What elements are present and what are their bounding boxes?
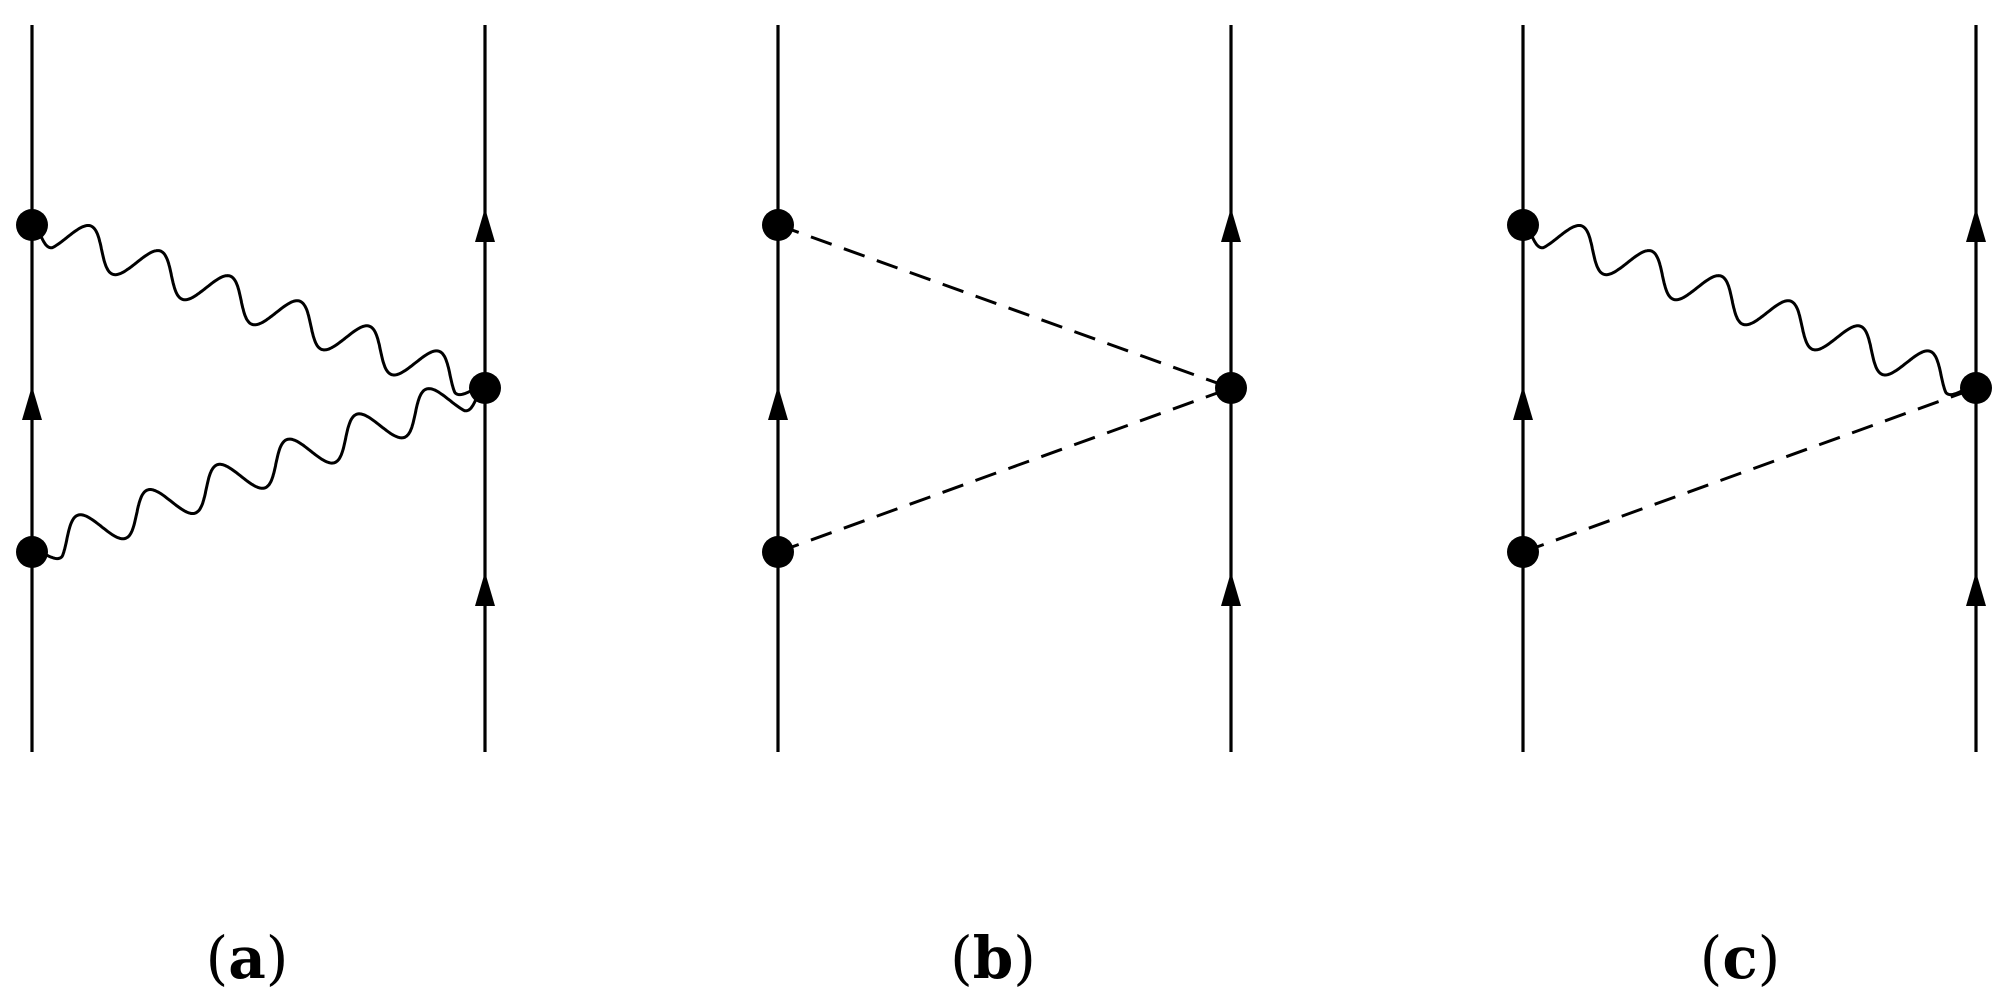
panel-c-label: (c) bbox=[1700, 924, 1781, 992]
panel-c-vertex-left-upper bbox=[1507, 209, 1539, 241]
panel-c-vertex-right bbox=[1960, 372, 1992, 404]
panel-c-vertex-left-lower bbox=[1507, 536, 1539, 568]
panel-a-lower-photon-line bbox=[30, 386, 487, 561]
panel-b-upper-dashed-line bbox=[777, 223, 1232, 390]
panel-c-right-arrow-lower bbox=[1966, 572, 1986, 606]
panel-c-right-arrow-upper bbox=[1966, 208, 1986, 242]
panel-c-left-arrow bbox=[1513, 386, 1533, 420]
panel-a-label: (a) bbox=[206, 924, 289, 992]
panel-b: (b) bbox=[762, 25, 1247, 992]
panel-c-lower-dashed-line bbox=[1522, 386, 1977, 554]
panel-a-vertex-left-lower bbox=[16, 536, 48, 568]
panel-a-vertex-right bbox=[469, 372, 501, 404]
panel-a-upper-photon-line bbox=[30, 223, 487, 397]
panel-a-right-arrow-upper bbox=[475, 208, 495, 242]
panel-b-vertex-left-upper bbox=[762, 209, 794, 241]
panel-b-lower-dashed-line bbox=[777, 386, 1232, 554]
panel-b-vertex-right bbox=[1215, 372, 1247, 404]
panel-a: (a) bbox=[16, 25, 501, 992]
panel-b-vertex-left-lower bbox=[762, 536, 794, 568]
panel-b-label: (b) bbox=[950, 924, 1036, 992]
panel-c-upper-photon-line bbox=[1521, 223, 1978, 397]
panel-b-right-arrow-upper bbox=[1221, 208, 1241, 242]
panel-a-vertex-left-upper bbox=[16, 209, 48, 241]
panel-a-right-arrow-lower bbox=[475, 572, 495, 606]
panel-b-right-arrow-lower bbox=[1221, 572, 1241, 606]
panel-b-left-arrow bbox=[768, 386, 788, 420]
panel-c: (c) bbox=[1507, 25, 1992, 992]
panel-a-left-arrow bbox=[22, 386, 42, 420]
